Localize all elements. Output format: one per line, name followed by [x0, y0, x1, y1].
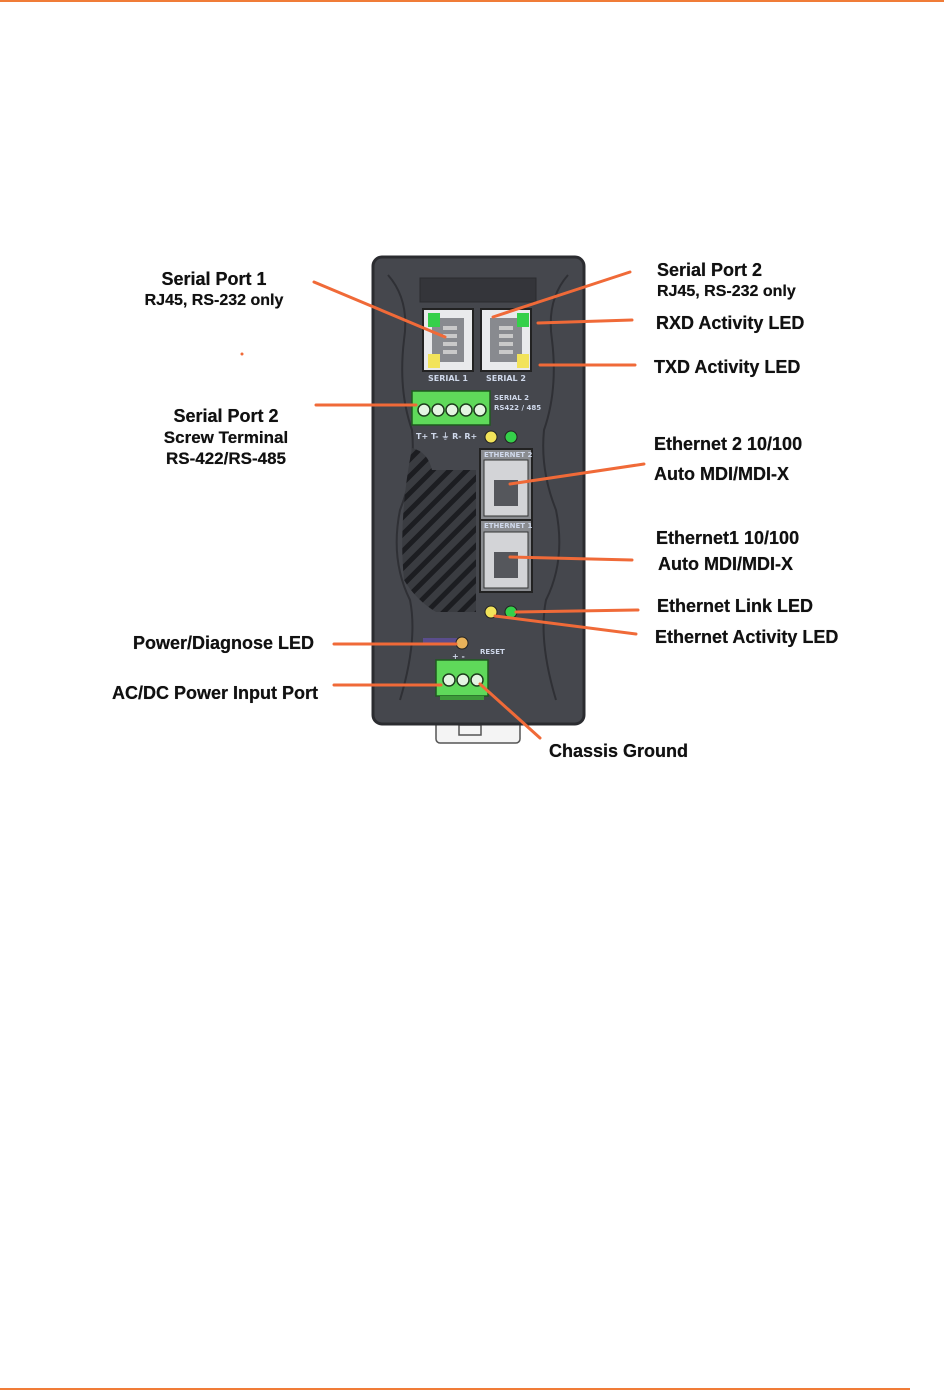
- power-diagnose-led: [455, 636, 469, 650]
- serial-2-block-print-1: SERIAL 2: [494, 394, 529, 402]
- leader-serial-2-rj45: [491, 270, 632, 319]
- bottom-accent-rule: [0, 1388, 910, 1390]
- ethernet-1-print: ETHERNET 1: [484, 522, 532, 530]
- vent-grille: [402, 448, 476, 612]
- label-power-diagnose-led: Power/Diagnose LED: [132, 633, 314, 653]
- power-input-terminal: [435, 659, 489, 700]
- leader-rxd: [536, 318, 634, 325]
- label-ethernet-2: Ethernet 2 10/100 Auto MDI/MDI-X: [654, 434, 803, 484]
- top-accent-rule: [0, 0, 944, 2]
- serial-2-print: SERIAL 2: [486, 374, 526, 383]
- leader-ethernet-link: [514, 608, 640, 614]
- terminal-pin-print: T+ T- ⏚ R- R+: [416, 432, 477, 441]
- label-ethernet-link-led: Ethernet Link LED: [657, 596, 814, 616]
- leader-serial-1: [312, 280, 447, 339]
- serial-2-rj45-jack: [480, 308, 532, 372]
- ethernet-2-yellow-led: [484, 430, 498, 444]
- stray-mark: [240, 352, 244, 356]
- reset-print: RESET: [480, 648, 505, 656]
- serial-1-rj45-jack: [422, 308, 474, 372]
- serial-2-screw-terminal: [411, 390, 491, 426]
- device-body: [371, 255, 586, 726]
- label-ethernet-activity-led: Ethernet Activity LED: [655, 627, 839, 647]
- label-rxd-activity-led: RXD Activity LED: [656, 313, 805, 333]
- ethernet-2-green-led: [504, 430, 518, 444]
- label-serial-port-1: Serial Port 1 RJ45, RS-232 only: [144, 269, 284, 309]
- leader-chassis-ground: [478, 682, 542, 740]
- ethernet-2-jack: [479, 448, 533, 522]
- power-pin-print: + -: [452, 652, 465, 661]
- label-ethernet-1: Ethernet1 10/100 Auto MDI/MDI-X: [656, 528, 800, 574]
- leader-ethernet-1: [508, 555, 634, 562]
- serial-2-block-print-2: RS422 / 485: [494, 404, 541, 412]
- serial-1-print: SERIAL 1: [428, 374, 468, 383]
- leader-ethernet-2: [508, 462, 646, 486]
- leader-lines: [312, 270, 646, 740]
- reset-slot: [423, 638, 457, 644]
- ethernet-1-jack: [479, 519, 533, 593]
- label-serial-port-2-screw: Serial Port 2 Screw Terminal RS-422/RS-4…: [163, 406, 289, 468]
- label-ac-dc-power-input: AC/DC Power Input Port: [112, 683, 318, 703]
- label-txd-activity-led: TXD Activity LED: [654, 357, 801, 377]
- label-chassis-ground: Chassis Ground: [549, 741, 689, 761]
- ethernet-2-print: ETHERNET 2: [484, 451, 532, 459]
- label-serial-port-2-rj45: Serial Port 2 RJ45, RS-232 only: [657, 260, 796, 300]
- leader-ethernet-activity: [493, 614, 638, 636]
